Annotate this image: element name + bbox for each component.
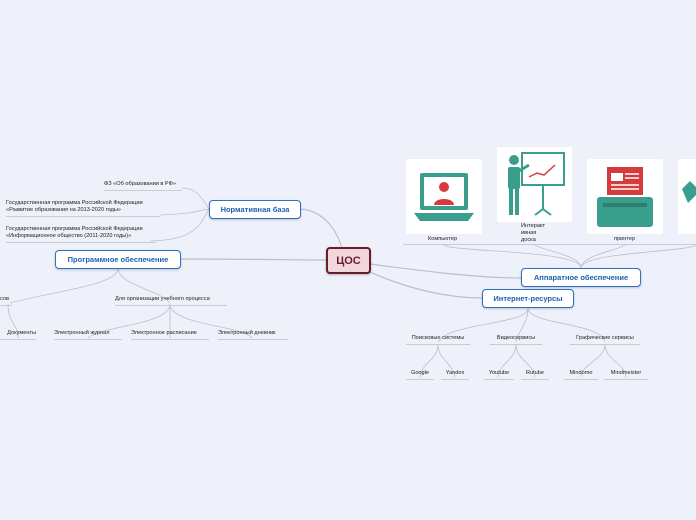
leaf-program-society[interactable]: Государственная программа Российской Фед… [6,226,156,243]
leaf-diary[interactable]: Электронный дневник [218,330,288,340]
leaf-program-education-line2: «Развитие образования на 2013-2020 годы» [6,207,121,213]
leaf-mindomo[interactable]: Mindomo [564,370,598,380]
leaf-program-society-line1: Государственная программа Российской Фед… [6,226,143,232]
printer-card[interactable] [587,159,663,234]
leaf-printer[interactable]: принтер [614,236,636,242]
leaf-google[interactable]: Google [406,370,434,380]
leaf-schedule[interactable]: Электронное расписание [131,330,209,340]
leaf-mindmeister[interactable]: Mindmeister [604,370,648,380]
leaf-computer[interactable]: Компьютер [428,236,457,242]
partial-device-card[interactable] [678,159,696,234]
leaf-program-education-line1: Государственная программа Российской Фед… [6,200,143,206]
board-card[interactable] [497,147,572,222]
leaf-youtube[interactable]: Youtube [484,370,514,380]
leaf-board-line2: ивная [521,230,537,236]
leaf-journal[interactable]: Электронный журнал [54,330,122,340]
printer-icon [597,167,653,227]
leaf-search[interactable]: Поисковые системы [406,335,470,345]
leaf-fz[interactable]: ФЗ «Об образовании в РФ» [104,181,182,191]
hardware-underline [403,244,696,245]
computer-card[interactable] [406,159,482,234]
leaf-graphic[interactable]: Графические сервисы [570,335,640,345]
branch-normative[interactable]: Нормативная база [209,200,301,219]
interactive-board-icon [508,152,565,216]
leaf-interactive-board[interactable]: Интеракт ивная доска [521,223,545,244]
leaf-documents[interactable]: Документы [0,330,36,340]
leaf-rutube[interactable]: Rutube [521,370,549,380]
leaf-software-partial[interactable]: сов [0,296,12,306]
branch-internet[interactable]: Интернет-ресурсы [482,289,574,308]
computer-icon [414,173,474,221]
leaf-program-education[interactable]: Государственная программа Российской Фед… [6,200,160,217]
central-node[interactable]: ЦОС [326,247,371,274]
leaf-board-line3: доска [521,237,536,243]
leaf-program-society-line2: «Информационное общество (2011-2020 годы… [6,233,132,239]
device-icon [682,181,696,203]
leaf-board-line1: Интеракт [521,223,546,229]
branch-software[interactable]: Программное обеспечение [55,250,181,269]
leaf-video[interactable]: Видеосервисы [490,335,542,345]
leaf-process[interactable]: Для организации учебного процесса [115,296,227,306]
leaf-yandex[interactable]: Yandex [441,370,469,380]
branch-hardware[interactable]: Аппаратное обеспечение [521,268,641,287]
